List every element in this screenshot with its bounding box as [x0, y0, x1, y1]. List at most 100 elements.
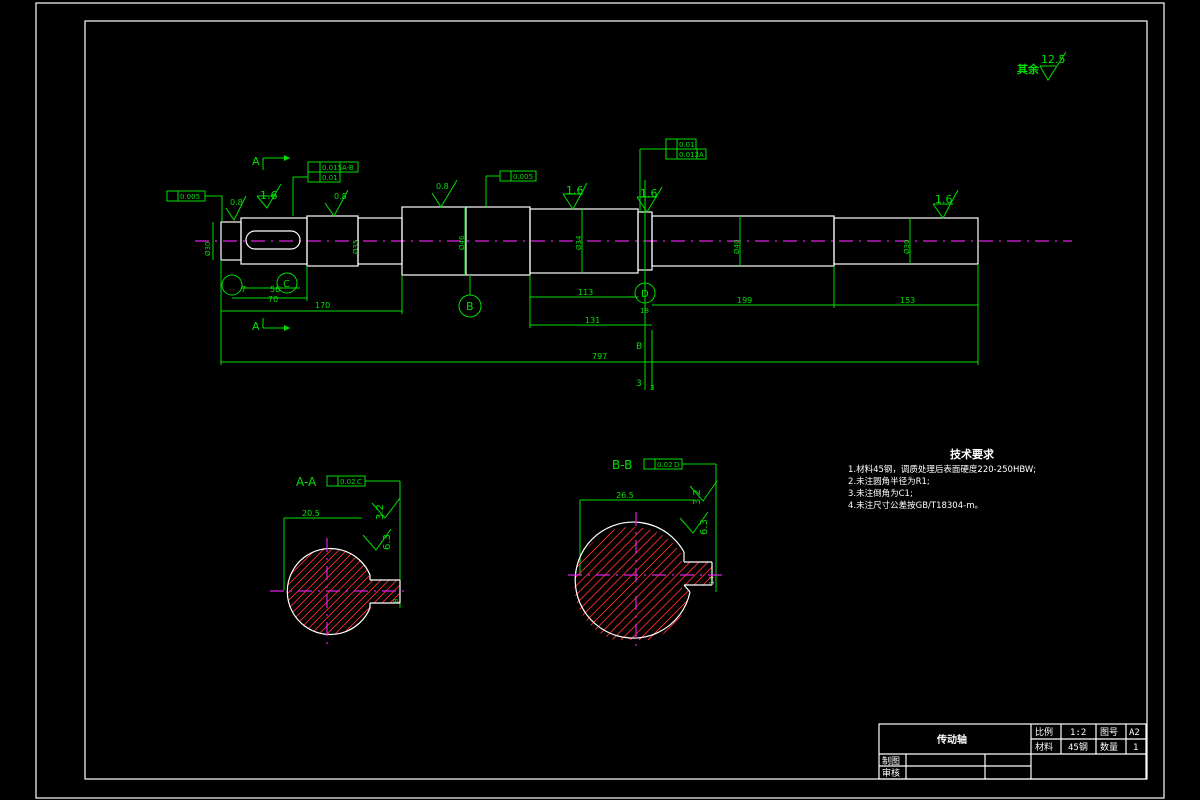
hatch-line — [574, 526, 666, 641]
hatch-line — [392, 548, 400, 635]
hatch-line — [287, 548, 329, 635]
quantity-label: 数量 — [1100, 741, 1118, 753]
bb-r1: 3.2 — [692, 489, 703, 505]
dia-7: Ø30 — [903, 240, 911, 254]
hatch-line — [287, 548, 313, 635]
cut-3-label: 3 — [636, 379, 642, 389]
hatch-line — [287, 548, 345, 635]
ra-6: 1.6 — [640, 187, 658, 200]
cut-b-label: B — [636, 342, 642, 352]
dia-5: Ø40 — [733, 240, 741, 254]
bb-width: 26.5 — [616, 491, 634, 500]
dim-70: 70 — [268, 295, 278, 304]
hatch-line — [376, 548, 400, 635]
dimensions: 797 170 70 56 7 113 131 18 199 153 Ø30 Ø… — [204, 207, 979, 392]
hatch-line — [647, 526, 712, 641]
tol-mid: 0.005 — [513, 173, 533, 181]
hatch-line — [574, 526, 585, 641]
hatch-line — [574, 526, 693, 641]
hatch-line — [384, 548, 400, 635]
title-block: 传动轴 比例 1:2 图号 A2 材料 45钢 数量 1 制图 审核 — [878, 723, 1147, 780]
hatch-line — [288, 548, 385, 635]
hatch-line — [574, 526, 621, 641]
outer-frame — [35, 2, 1165, 799]
tol-bb-ref: D — [674, 461, 679, 469]
shaft-outline — [220, 206, 979, 276]
section-marks: A A B C D B 3 — [221, 155, 656, 390]
hatch-line — [287, 548, 297, 635]
tol-aa: 0.02 — [340, 478, 356, 486]
roughness-symbols: 0.8 1.6 0.8 0.8 1.6 1.6 1.6 — [225, 179, 959, 221]
tol-top1b: A-B — [342, 164, 354, 172]
aa-width: 20.5 — [302, 509, 320, 518]
checked-label: 审核 — [882, 767, 900, 779]
technical-requirements: 技术要求 1.材料45钢，调质处理后表面硬度220-250HBW; 2.未注圆角… — [848, 447, 1036, 511]
dim-113: 113 — [578, 288, 593, 297]
hatch-line — [287, 548, 377, 635]
drawing-no-label: 图号 — [1100, 727, 1118, 738]
tech-heading: 技术要求 — [950, 447, 995, 461]
aa-depth: 8 — [392, 599, 400, 603]
section-a-top: A — [252, 155, 260, 168]
hatch-line — [611, 526, 712, 641]
dim-131: 131 — [585, 316, 600, 325]
ra-3: 0.8 — [334, 192, 347, 201]
scale-value: 1:2 — [1070, 728, 1086, 738]
quantity-value: 1 — [1133, 743, 1138, 753]
section-aa-label: A-A — [296, 475, 317, 489]
tol-r2a: 0.012 — [679, 151, 699, 159]
hatch-line — [584, 526, 711, 641]
section-bb-label: B-B — [612, 458, 632, 472]
hatch-line — [629, 526, 712, 641]
dim-170: 170 — [315, 301, 330, 310]
tol-left: 0.005 — [180, 193, 200, 201]
dim-18: 18 — [640, 307, 649, 315]
hatch-line — [638, 526, 712, 641]
section-a-a: A-A 0.02 C 20.5 3.2 6.3 8 — [185, 475, 410, 646]
ra-7: 1.6 — [935, 193, 953, 206]
dim-56: 56 — [270, 285, 280, 294]
hatch-line — [574, 526, 576, 641]
tol-top1a: 0.015 — [322, 164, 342, 172]
hatch-line — [185, 545, 280, 640]
hatch-line — [336, 548, 400, 635]
dim-3: 3 — [650, 384, 654, 392]
hatch-line — [574, 526, 675, 641]
tech-item-2: 2.未注圆角半径为R1; — [848, 476, 930, 487]
hatch-line — [575, 526, 702, 641]
material-label: 材料 — [1035, 741, 1053, 753]
section-a-bottom: A — [252, 320, 260, 333]
hatch-line — [320, 548, 400, 635]
hatch-line — [674, 526, 712, 641]
tol-r2b: A — [699, 151, 704, 159]
tech-item-1: 1.材料45钢，调质处理后表面硬度220-250HBW; — [848, 464, 1036, 475]
dim-199: 199 — [737, 296, 752, 305]
inner-frame — [84, 20, 1148, 780]
drawn-label: 制图 — [882, 755, 900, 767]
hatch-line — [368, 548, 400, 635]
drawing-no-value: A2 — [1129, 728, 1140, 738]
datum-c-marker: C — [283, 279, 290, 290]
hatch-line — [360, 548, 400, 635]
tech-item-4: 4.未注尺寸公差按GB/T18304-m。 — [848, 500, 983, 511]
section-b-b: B-B 0.02 D 26.5 3.2 6.3 14 — [568, 458, 722, 648]
ra-4: 0.8 — [436, 182, 449, 191]
hatch-line — [665, 526, 712, 641]
material-value: 45钢 — [1068, 741, 1088, 753]
ra-2: 1.6 — [260, 189, 278, 202]
dim-total: 797 — [592, 352, 607, 361]
dia-1: Ø30 — [204, 242, 212, 256]
hatch-line — [296, 548, 393, 635]
other-value: 12.5 — [1041, 53, 1066, 66]
hatch-line — [287, 548, 337, 635]
other-label: 其余 — [1017, 62, 1040, 76]
tolerance-frames: 0.005 0.015 A-B 0.01 0.005 0.01 0.012 A — [166, 138, 707, 222]
hatch-line — [287, 548, 353, 635]
hatch-line — [574, 526, 648, 641]
hatch-line — [287, 548, 321, 635]
hatch-line — [574, 526, 657, 641]
hatch-line — [620, 526, 712, 641]
hatch-line — [304, 548, 400, 635]
ra-1: 0.8 — [230, 198, 243, 207]
